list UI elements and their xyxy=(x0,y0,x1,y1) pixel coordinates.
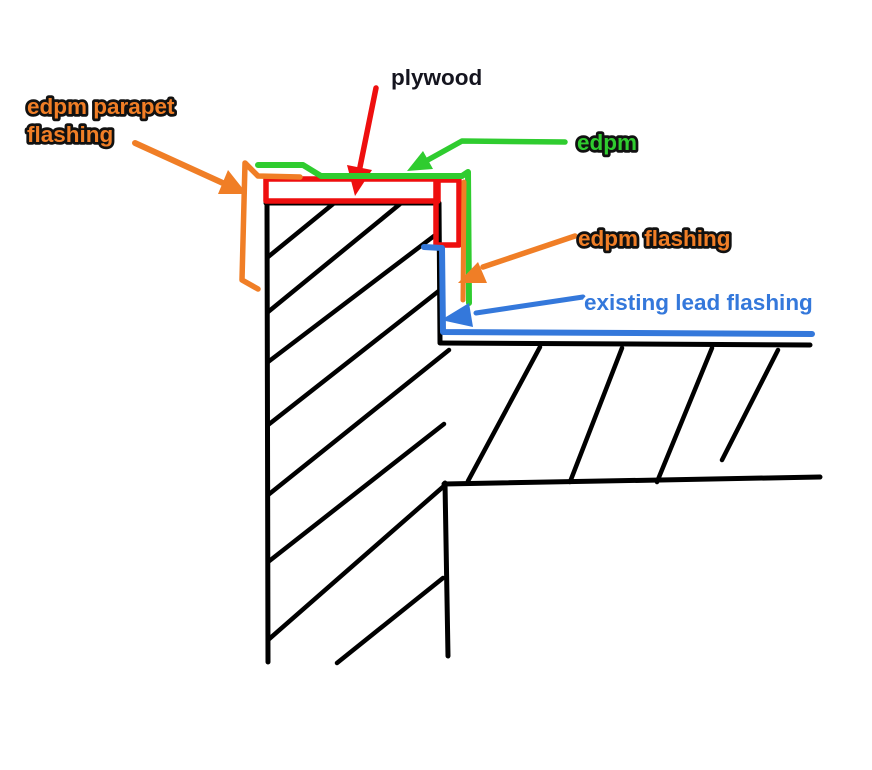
deck-hatch-line xyxy=(567,345,625,485)
deck-hatch-line xyxy=(654,345,715,485)
wall-hatch-line xyxy=(265,347,452,498)
lead-flashing xyxy=(421,244,815,337)
masonry-structure xyxy=(263,199,823,665)
roof-deck-top-edge xyxy=(437,340,813,348)
roof-deck-hatching xyxy=(465,344,781,485)
wall-hatch-line xyxy=(265,201,336,260)
lead-flashing-arrowhead-icon xyxy=(441,303,473,327)
label-plywood: plywood xyxy=(391,65,482,90)
plywood-leader-shaft xyxy=(356,85,379,175)
epdm-arrowhead-icon xyxy=(407,151,433,171)
wall-hatching xyxy=(265,201,452,666)
label-existing-lead-flashing: existing lead flashing xyxy=(584,290,813,315)
parapet-flashing-leader-shaft xyxy=(132,140,228,187)
epdm-flashing-leader-shaft xyxy=(480,233,578,270)
wall-outer-edge xyxy=(264,199,271,665)
plywood-leader-arrow xyxy=(347,85,379,196)
ceiling-edge xyxy=(441,474,823,487)
wall-hatch-line xyxy=(334,575,446,666)
epdm-flashing xyxy=(458,179,578,303)
wall-hatch-line xyxy=(265,421,447,565)
epdm-membrane xyxy=(255,138,568,306)
wall-hatch-line xyxy=(265,201,403,315)
wall-hatch-line xyxy=(265,233,437,365)
wall-hatch-line xyxy=(265,483,447,643)
parapet-flashing-arrowhead-icon xyxy=(218,170,247,194)
parapet-flashing-profile xyxy=(239,160,303,292)
epdm-membrane-line xyxy=(255,162,472,306)
plywood-arrowhead-icon xyxy=(347,165,372,196)
label-parapet-flashing-line1: edpm parapet xyxy=(27,94,175,119)
lead-flashing-line xyxy=(421,244,815,337)
deck-hatch-line xyxy=(465,344,543,484)
wall-lower-inner-face xyxy=(442,480,451,659)
deck-hatch-line xyxy=(719,347,781,463)
label-edpm-flashing: edpm flashing xyxy=(578,226,731,251)
parapet-flashing xyxy=(132,140,303,292)
lead-flashing-leader-shaft xyxy=(473,294,586,316)
label-edpm: edpm xyxy=(577,130,637,155)
label-parapet-flashing-line2: flashing xyxy=(27,122,113,147)
epdm-leader-shaft xyxy=(423,138,568,164)
epdm-flashing-arrowhead-icon xyxy=(458,262,487,283)
wall-hatch-line xyxy=(265,287,443,428)
plywood-side-board xyxy=(433,177,462,248)
